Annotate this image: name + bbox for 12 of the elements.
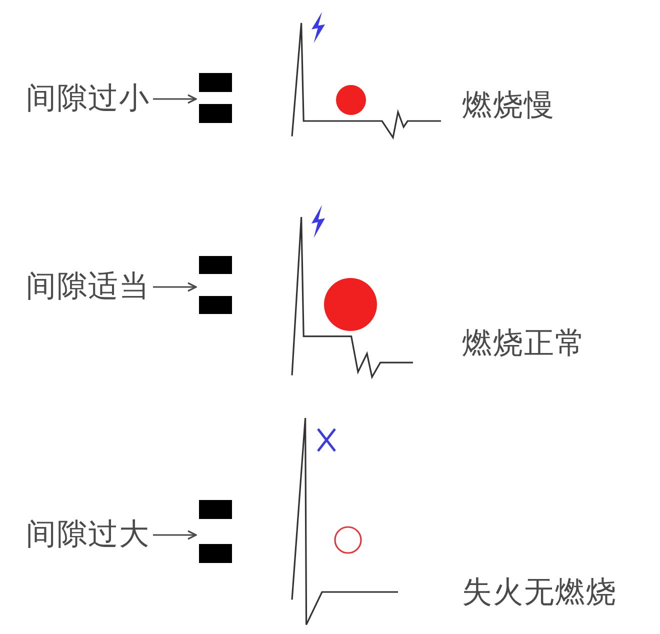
arrow [153, 282, 197, 292]
arrow [153, 530, 197, 540]
gap-label: 间隙过小 [26, 84, 150, 114]
gap-label: 间隙过大 [26, 520, 150, 550]
electrode-gap-drawing [199, 256, 232, 314]
electrode-gap-drawing [199, 500, 232, 563]
arrow [153, 94, 197, 104]
result-label: 失火无燃烧 [462, 578, 617, 608]
result-label: 燃烧慢 [462, 91, 555, 121]
gap-label: 间隙适当 [26, 272, 150, 302]
electrode-gap-drawing [199, 73, 232, 123]
result-label: 燃烧正常 [462, 329, 586, 359]
